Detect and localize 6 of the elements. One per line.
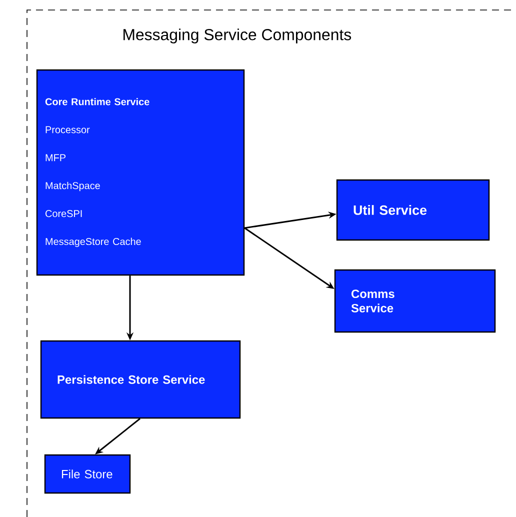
component-box: Core Runtime Service Processor MFP MatchSpace CoreSPI MessageStore Cache xyxy=(36,69,245,276)
component-box: Util Service xyxy=(336,179,490,241)
component-box: Comms Service xyxy=(334,269,496,333)
component-box: File Store xyxy=(44,454,131,494)
group-title: Messaging Service Components xyxy=(124,28,352,44)
component-box: Persistence Store Service xyxy=(40,340,241,419)
